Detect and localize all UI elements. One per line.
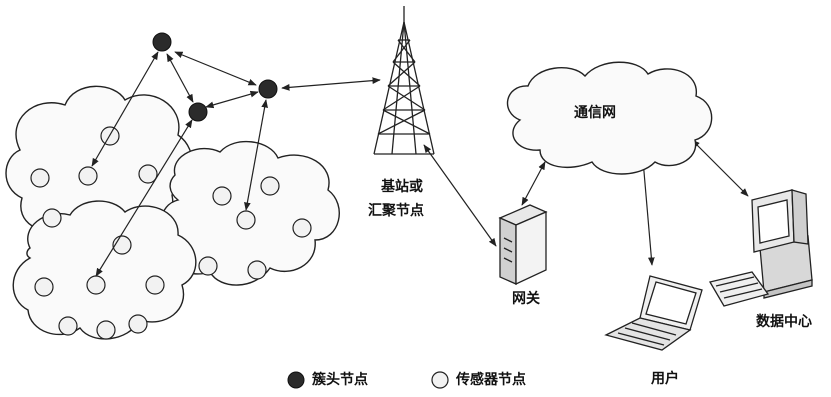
- link-ch2-sensor: [244, 99, 268, 211]
- cluster-head-node: [152, 32, 172, 52]
- sensor-node: [78, 166, 98, 186]
- base-station-tower-icon: [373, 6, 435, 155]
- link-tower-gateway: [423, 144, 497, 247]
- link-ch3-ch2: [205, 90, 259, 109]
- sensor-node: [212, 186, 232, 206]
- sensor-node: [292, 218, 312, 238]
- sensor-node: [30, 168, 50, 188]
- base-station-label-line2: 汇聚节点: [368, 203, 424, 219]
- user-label: 用户: [651, 371, 679, 387]
- gateway-label: 网关: [512, 291, 540, 307]
- link-ch2-tower: [281, 77, 381, 91]
- link-ch3-sensor: [95, 119, 193, 277]
- data-center-computer-icon: [708, 189, 813, 307]
- sensor-node: [247, 260, 267, 280]
- sensor-node: [198, 256, 218, 276]
- network-label: 通信网: [574, 105, 616, 121]
- link-ch1-ch2: [174, 51, 257, 86]
- legend-cluster-head-label: 簇头节点: [312, 372, 368, 388]
- cluster-heads: [152, 32, 278, 122]
- link-network-user: [640, 159, 655, 266]
- sensor-node: [42, 208, 62, 228]
- cluster-head-node: [188, 102, 208, 122]
- link-gateway-network: [521, 161, 546, 206]
- legend-sensor-node-symbol: [431, 371, 449, 389]
- cluster-head-node: [258, 79, 278, 99]
- user-laptop-icon: [604, 275, 703, 351]
- sensor-node: [145, 275, 165, 295]
- links: [91, 51, 749, 277]
- data-center-label: 数据中心: [756, 314, 812, 330]
- sensor-node: [58, 316, 78, 336]
- sensor-node: [128, 314, 148, 334]
- link-ch1-ch3: [166, 53, 194, 103]
- sensor-node: [86, 275, 106, 295]
- sensor-node: [96, 320, 116, 340]
- sensor-node: [34, 277, 54, 297]
- communication-network-cloud: [506, 61, 713, 175]
- legend-cluster-head-symbol: [287, 371, 305, 389]
- sensor-node: [260, 176, 280, 196]
- gateway-server-icon: [498, 204, 548, 286]
- base-station-label-line1: 基站或: [381, 179, 423, 195]
- sensor-node: [236, 210, 256, 230]
- sensor-cloud-bottom-left: [12, 200, 197, 340]
- legend-sensor-node-label: 传感器节点: [456, 372, 526, 388]
- link-network-datacenter: [691, 139, 749, 197]
